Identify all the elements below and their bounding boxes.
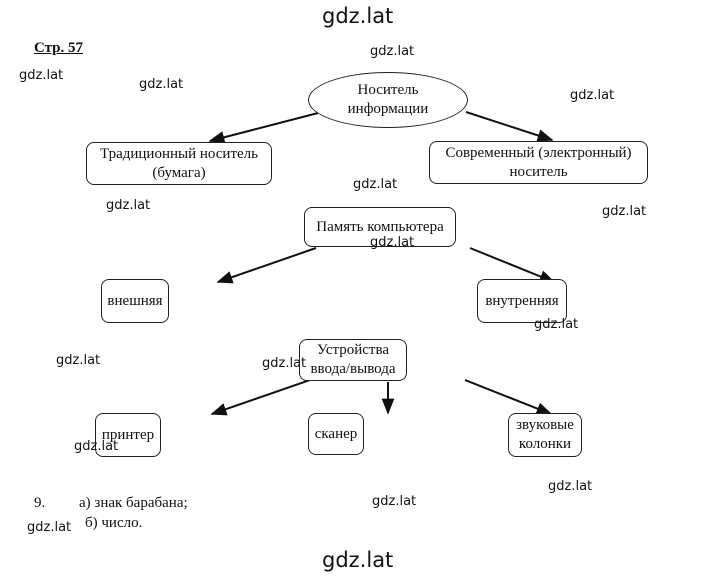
task-answer-a: а) знак барабана; [79,495,188,511]
watermark-bottom: gdz.lat [322,548,394,572]
watermark-top: gdz.lat [322,4,394,28]
arrow-root-to-modern [465,111,554,142]
node-printer: принтер [95,413,161,457]
watermark: gdz.lat [370,44,415,59]
arrow-io-to-printer [210,379,311,416]
arrow-memory-to-external [216,247,317,284]
arrow-memory-to-internal [469,247,556,283]
watermark: gdz.lat [534,317,579,332]
watermark: gdz.lat [262,356,307,371]
watermark: gdz.lat [372,494,417,509]
arrow-root-to-traditional [208,112,319,144]
task-number: 9. [34,495,46,511]
watermark: gdz.lat [548,479,593,494]
watermark: gdz.lat [27,520,72,535]
watermark: gdz.lat [370,235,415,250]
watermark: gdz.lat [139,77,184,92]
node-external-memory: внешняя [101,279,169,323]
node-computer-memory: Память компьютера [304,207,456,247]
task-answer-b: б) число. [85,515,143,531]
node-modern-carrier: Современный (электронный)носитель [429,141,648,184]
page-label: Стр. 57 [34,40,84,56]
arrow-io-to-speakers [464,379,553,415]
watermark: gdz.lat [19,68,64,83]
node-traditional-carrier: Традиционный носитель(бумага) [86,142,272,185]
node-internal-memory: внутренняя [477,279,567,323]
watermark: gdz.lat [570,88,615,103]
watermark: gdz.lat [602,204,647,219]
watermark: gdz.lat [74,439,119,454]
watermark: gdz.lat [353,177,398,192]
watermark: gdz.lat [106,198,151,213]
watermark: gdz.lat [56,353,101,368]
node-scanner: сканер [308,413,364,455]
